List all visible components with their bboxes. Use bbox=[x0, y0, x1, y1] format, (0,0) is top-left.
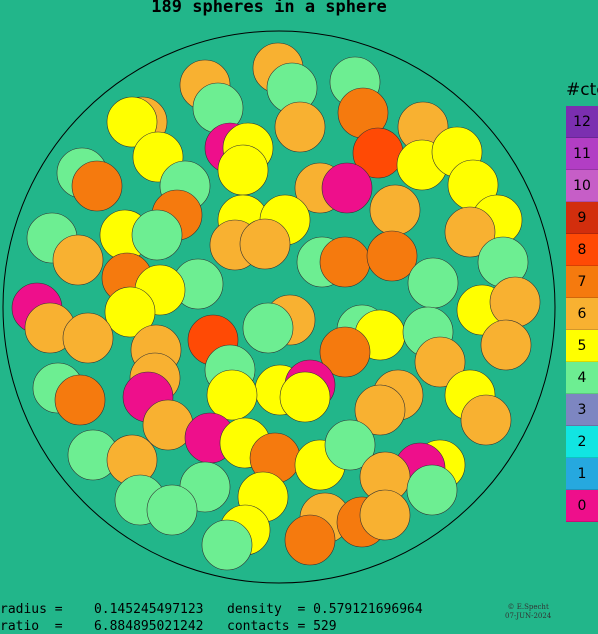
sphere bbox=[54, 374, 106, 426]
sphere bbox=[239, 218, 291, 270]
density-value: 0.579121696964 bbox=[313, 602, 423, 617]
legend-swatch: 6 bbox=[566, 298, 598, 330]
sphere bbox=[279, 371, 331, 423]
sphere bbox=[354, 384, 406, 436]
contacts-value: 529 bbox=[313, 619, 337, 634]
sphere bbox=[131, 209, 183, 261]
sphere bbox=[284, 514, 336, 566]
sphere bbox=[406, 464, 458, 516]
sphere bbox=[274, 101, 326, 153]
legend-swatch: 7 bbox=[566, 266, 598, 298]
legend-swatch: 9 bbox=[566, 202, 598, 234]
page-title: 189 spheres in a sphere bbox=[151, 0, 387, 17]
legend-swatch: 3 bbox=[566, 394, 598, 426]
sphere bbox=[366, 230, 418, 282]
stats-row-2: ratio = 6.884895021242 contacts = 529 bbox=[0, 619, 337, 634]
sphere bbox=[319, 326, 371, 378]
sphere bbox=[407, 257, 459, 309]
sphere bbox=[414, 336, 466, 388]
legend-swatch: 11 bbox=[566, 138, 598, 170]
sphere bbox=[146, 484, 198, 536]
legend-swatch: 0 bbox=[566, 490, 598, 522]
sphere bbox=[106, 96, 158, 148]
sphere bbox=[359, 489, 411, 541]
spheres-group bbox=[11, 42, 541, 571]
sphere bbox=[242, 302, 294, 354]
sphere bbox=[62, 312, 114, 364]
sphere bbox=[71, 160, 123, 212]
credit: © E.Specht 07-JUN-2024 bbox=[505, 603, 551, 621]
sphere bbox=[444, 206, 496, 258]
sphere bbox=[489, 276, 541, 328]
sphere bbox=[460, 394, 512, 446]
legend-swatch: 12 bbox=[566, 106, 598, 138]
legend-swatch: 10 bbox=[566, 170, 598, 202]
contacts-label: contacts = bbox=[227, 619, 306, 634]
container-circle bbox=[2, 30, 556, 584]
credit-date: 07-JUN-2024 bbox=[505, 612, 552, 620]
legend-swatch: 2 bbox=[566, 426, 598, 458]
sphere bbox=[52, 234, 104, 286]
sphere bbox=[319, 236, 371, 288]
sphere bbox=[206, 369, 258, 421]
legend-swatch: 4 bbox=[566, 362, 598, 394]
density-label: density = bbox=[227, 602, 306, 617]
sphere bbox=[369, 184, 421, 236]
sphere bbox=[324, 419, 376, 471]
legend-swatch: 1 bbox=[566, 458, 598, 490]
ratio-value: 6.884895021242 bbox=[93, 619, 204, 634]
radius-label: radius = bbox=[0, 602, 63, 617]
sphere bbox=[480, 319, 532, 371]
sphere bbox=[201, 519, 253, 571]
stats-row-1: radius = 0.145245497123 density = 0.5791… bbox=[0, 602, 423, 617]
legend-swatch: 8 bbox=[566, 234, 598, 266]
sphere bbox=[104, 286, 156, 338]
sphere-packing-diagram bbox=[2, 30, 556, 584]
legend-title: #ctc bbox=[566, 80, 598, 100]
sphere bbox=[321, 162, 373, 214]
sphere bbox=[217, 144, 269, 196]
ratio-label: ratio = bbox=[0, 619, 63, 634]
radius-value: 0.145245497123 bbox=[93, 602, 204, 617]
legend-swatch: 5 bbox=[566, 330, 598, 362]
credit-author: © E.Specht bbox=[507, 603, 549, 611]
